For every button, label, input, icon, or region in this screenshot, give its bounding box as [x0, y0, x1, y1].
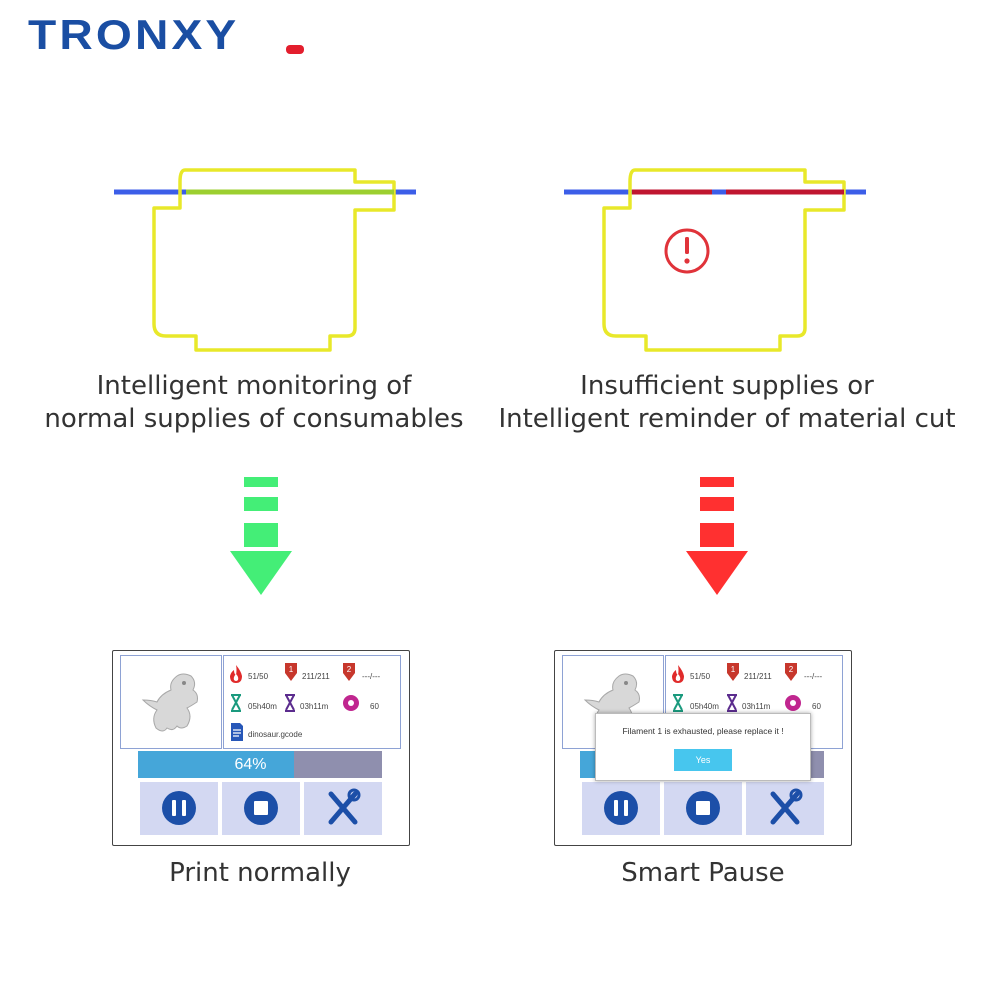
- normal-caption-line2: normal supplies of consumables: [44, 404, 464, 434]
- hourglass-remaining-icon: [285, 694, 295, 712]
- normal-sensor-diagram: [114, 168, 416, 352]
- pause-icon: [162, 791, 196, 825]
- fan-speed-value: 60: [370, 702, 379, 711]
- progress-percent: 64%: [234, 756, 267, 773]
- extruder1-value: 211/211: [744, 672, 772, 681]
- print-progress-bar: 64%: [138, 751, 382, 778]
- tools-button[interactable]: [746, 782, 824, 835]
- progress-fill: [138, 751, 295, 778]
- warning-icon: [664, 228, 710, 274]
- sensor-housing: [152, 168, 396, 352]
- green-down-arrow: [230, 477, 292, 595]
- smart-pause-label: Smart Pause: [621, 858, 785, 888]
- red-down-arrow: [686, 477, 748, 595]
- cut-caption: Insufficient supplies or Intelligent rem…: [487, 370, 967, 436]
- logo-text: TRONXY: [28, 12, 239, 58]
- remaining-time-value: 03h11m: [742, 702, 771, 711]
- extruder2-icon: 2: [343, 663, 355, 681]
- hourglass-remaining-icon: [727, 694, 737, 712]
- filename-value: dinosaur.gcode: [248, 730, 303, 739]
- bed-temp-value: 51/50: [248, 672, 269, 681]
- normal-caption-line1: Intelligent monitoring of: [96, 371, 412, 401]
- logo-accent: [286, 45, 304, 54]
- dialog-yes-button[interactable]: Yes: [674, 749, 732, 771]
- sensor-housing: [602, 168, 846, 352]
- extruder1-icon: 1: [727, 663, 739, 681]
- dialog-message: Filament 1 is exhausted, please replace …: [622, 726, 784, 736]
- stop-button[interactable]: [664, 782, 742, 835]
- flame-icon: [672, 665, 684, 683]
- fan-speed-value: 60: [812, 702, 821, 711]
- stop-icon: [686, 791, 720, 825]
- stop-icon: [244, 791, 278, 825]
- smart-pause-screen: 51/50 1 211/211 2 ---/--- 05h40m 03h11m …: [554, 650, 852, 846]
- pause-icon: [604, 791, 638, 825]
- model-thumbnail: [120, 655, 222, 749]
- tronxy-logo: TRONXY: [28, 12, 304, 58]
- cut-caption-line2: Intelligent reminder of material cut: [498, 404, 956, 434]
- file-icon: [231, 723, 243, 741]
- remaining-time-value: 03h11m: [300, 702, 329, 711]
- elapsed-time-value: 05h40m: [248, 702, 277, 711]
- svg-text:2: 2: [347, 665, 352, 674]
- print-normally-label: Print normally: [169, 858, 351, 888]
- fan-icon: [785, 695, 801, 711]
- stop-button[interactable]: [222, 782, 300, 835]
- bed-temp-value: 51/50: [690, 672, 711, 681]
- extruder1-value: 211/211: [302, 672, 330, 681]
- extruder2-icon: 2: [785, 663, 797, 681]
- hourglass-elapsed-icon: [231, 694, 241, 712]
- extruder2-value: ---/---: [804, 672, 823, 681]
- flame-icon: [230, 665, 242, 683]
- svg-text:1: 1: [731, 665, 736, 674]
- tools-icon: [770, 788, 803, 825]
- svg-text:1: 1: [289, 665, 294, 674]
- print-info-panel: 51/50 1 211/211 2 ---/--- 05h40m 03h11m …: [223, 655, 401, 749]
- tools-icon: [328, 788, 361, 825]
- hourglass-elapsed-icon: [673, 694, 683, 712]
- extruder1-icon: 1: [285, 663, 297, 681]
- tools-button[interactable]: [304, 782, 382, 835]
- svg-text:2: 2: [789, 665, 794, 674]
- cut-sensor-diagram: [564, 168, 866, 352]
- fan-icon: [343, 695, 359, 711]
- extruder2-value: ---/---: [362, 672, 381, 681]
- pause-button[interactable]: [140, 782, 218, 835]
- normal-caption: Intelligent monitoring of normal supplie…: [14, 370, 494, 436]
- elapsed-time-value: 05h40m: [690, 702, 719, 711]
- pause-button[interactable]: [582, 782, 660, 835]
- print-status-screen: 51/50 1 211/211 2 ---/--- 05h40m 03h11m …: [112, 650, 410, 846]
- cut-caption-line1: Insufficient supplies or: [580, 371, 874, 401]
- filament-exhausted-dialog: Filament 1 is exhausted, please replace …: [595, 713, 811, 781]
- dinosaur-model-icon: [141, 673, 198, 732]
